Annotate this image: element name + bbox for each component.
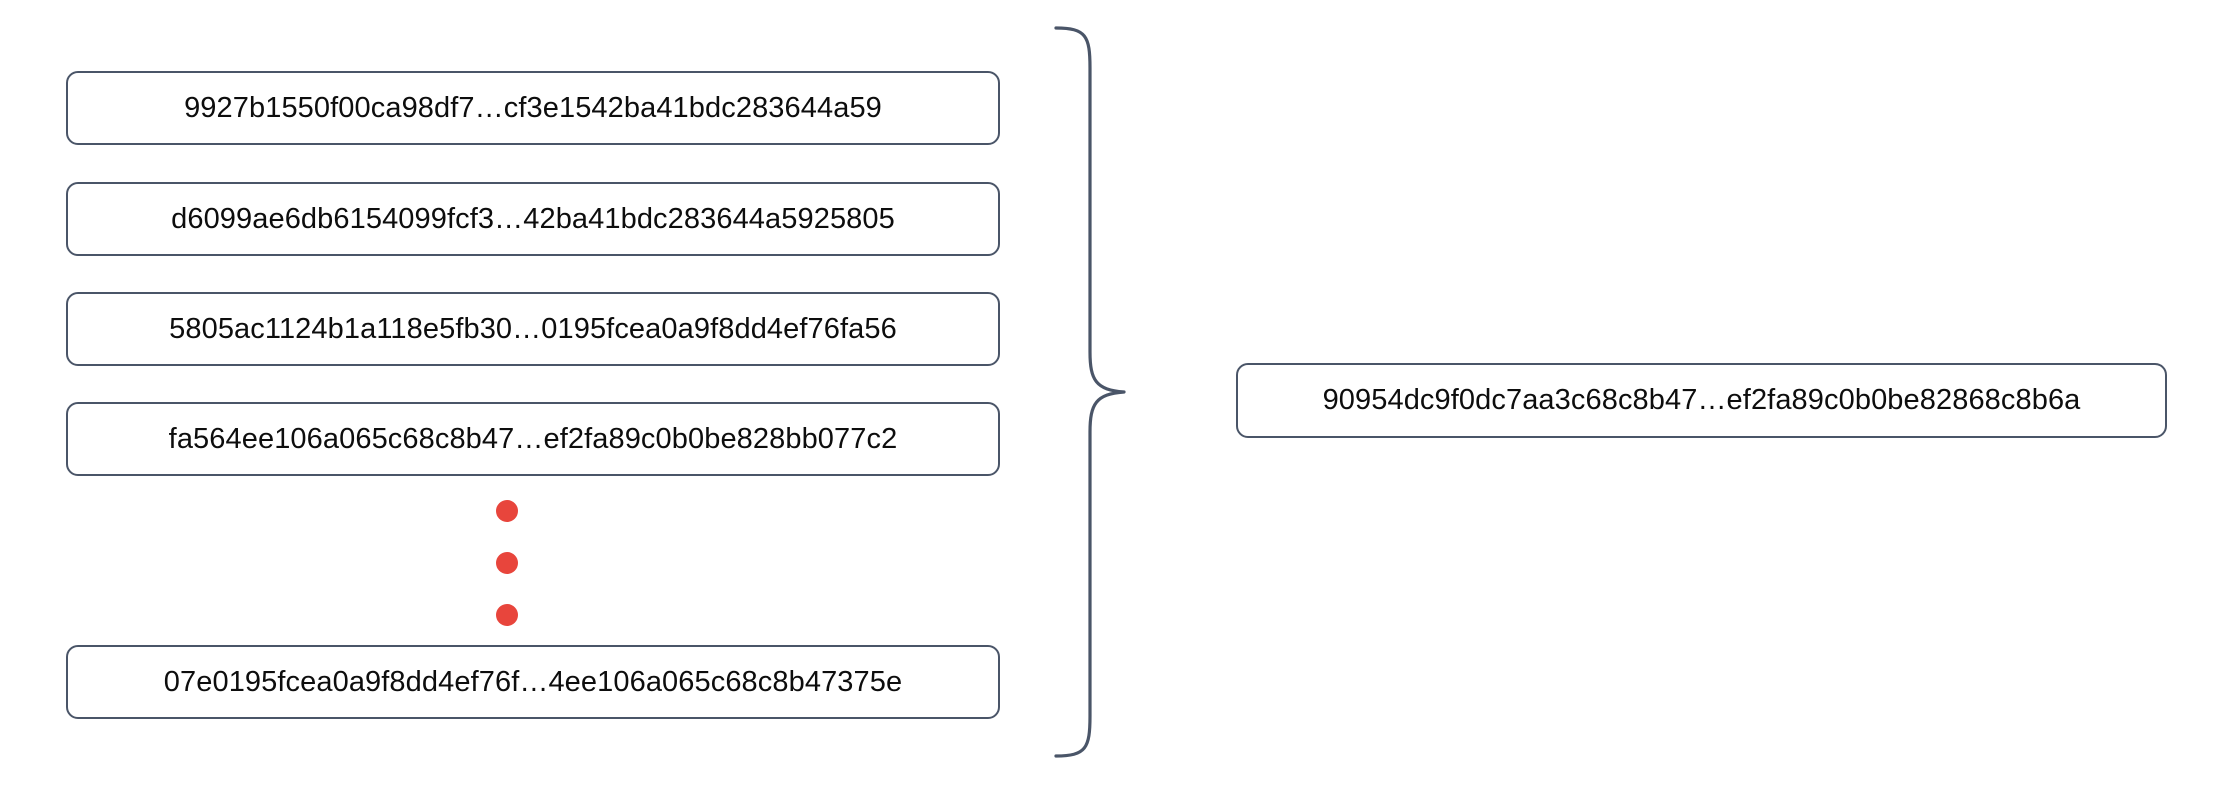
result-hash-label: 90954dc9f0dc7aa3c68c8b47…ef2fa89c0b0be82…: [1322, 384, 2081, 416]
hash-box-4-label: fa564ee106a065c68c8b47…ef2fa89c0b0be828b…: [168, 422, 898, 455]
hash-box-3[interactable]: 5805ac1124b1a118e5fb30…0195fcea0a9f8dd4e…: [66, 292, 1000, 366]
hash-box-last-label: 07e0195fcea0a9f8dd4ef76f…4ee106a065c68c8…: [163, 665, 903, 698]
hash-box-2-label: d6099ae6db6154099fcf3…42ba41bdc283644a59…: [171, 202, 895, 235]
vertical-ellipsis-icon: [496, 500, 526, 626]
ellipsis-dot-2: [496, 552, 518, 574]
hash-box-2[interactable]: d6099ae6db6154099fcf3…42ba41bdc283644a59…: [66, 182, 1000, 256]
curly-brace-icon: [1050, 22, 1140, 762]
diagram-title: Hash list aggregated into a single root …: [0, 21, 1, 22]
ellipsis-dot-3: [496, 604, 518, 626]
hash-box-3-label: 5805ac1124b1a118e5fb30…0195fcea0a9f8dd4e…: [169, 312, 897, 345]
result-hash-box[interactable]: 90954dc9f0dc7aa3c68c8b47…ef2fa89c0b0be82…: [1236, 363, 2167, 438]
hash-box-1-label: 9927b1550f00ca98df7…cf3e1542ba41bdc28364…: [184, 91, 882, 124]
hash-box-1[interactable]: 9927b1550f00ca98df7…cf3e1542ba41bdc28364…: [66, 71, 1000, 145]
hash-box-last[interactable]: 07e0195fcea0a9f8dd4ef76f…4ee106a065c68c8…: [66, 645, 1000, 719]
ellipsis-dot-1: [496, 500, 518, 522]
hash-box-4[interactable]: fa564ee106a065c68c8b47…ef2fa89c0b0be828b…: [66, 402, 1000, 476]
